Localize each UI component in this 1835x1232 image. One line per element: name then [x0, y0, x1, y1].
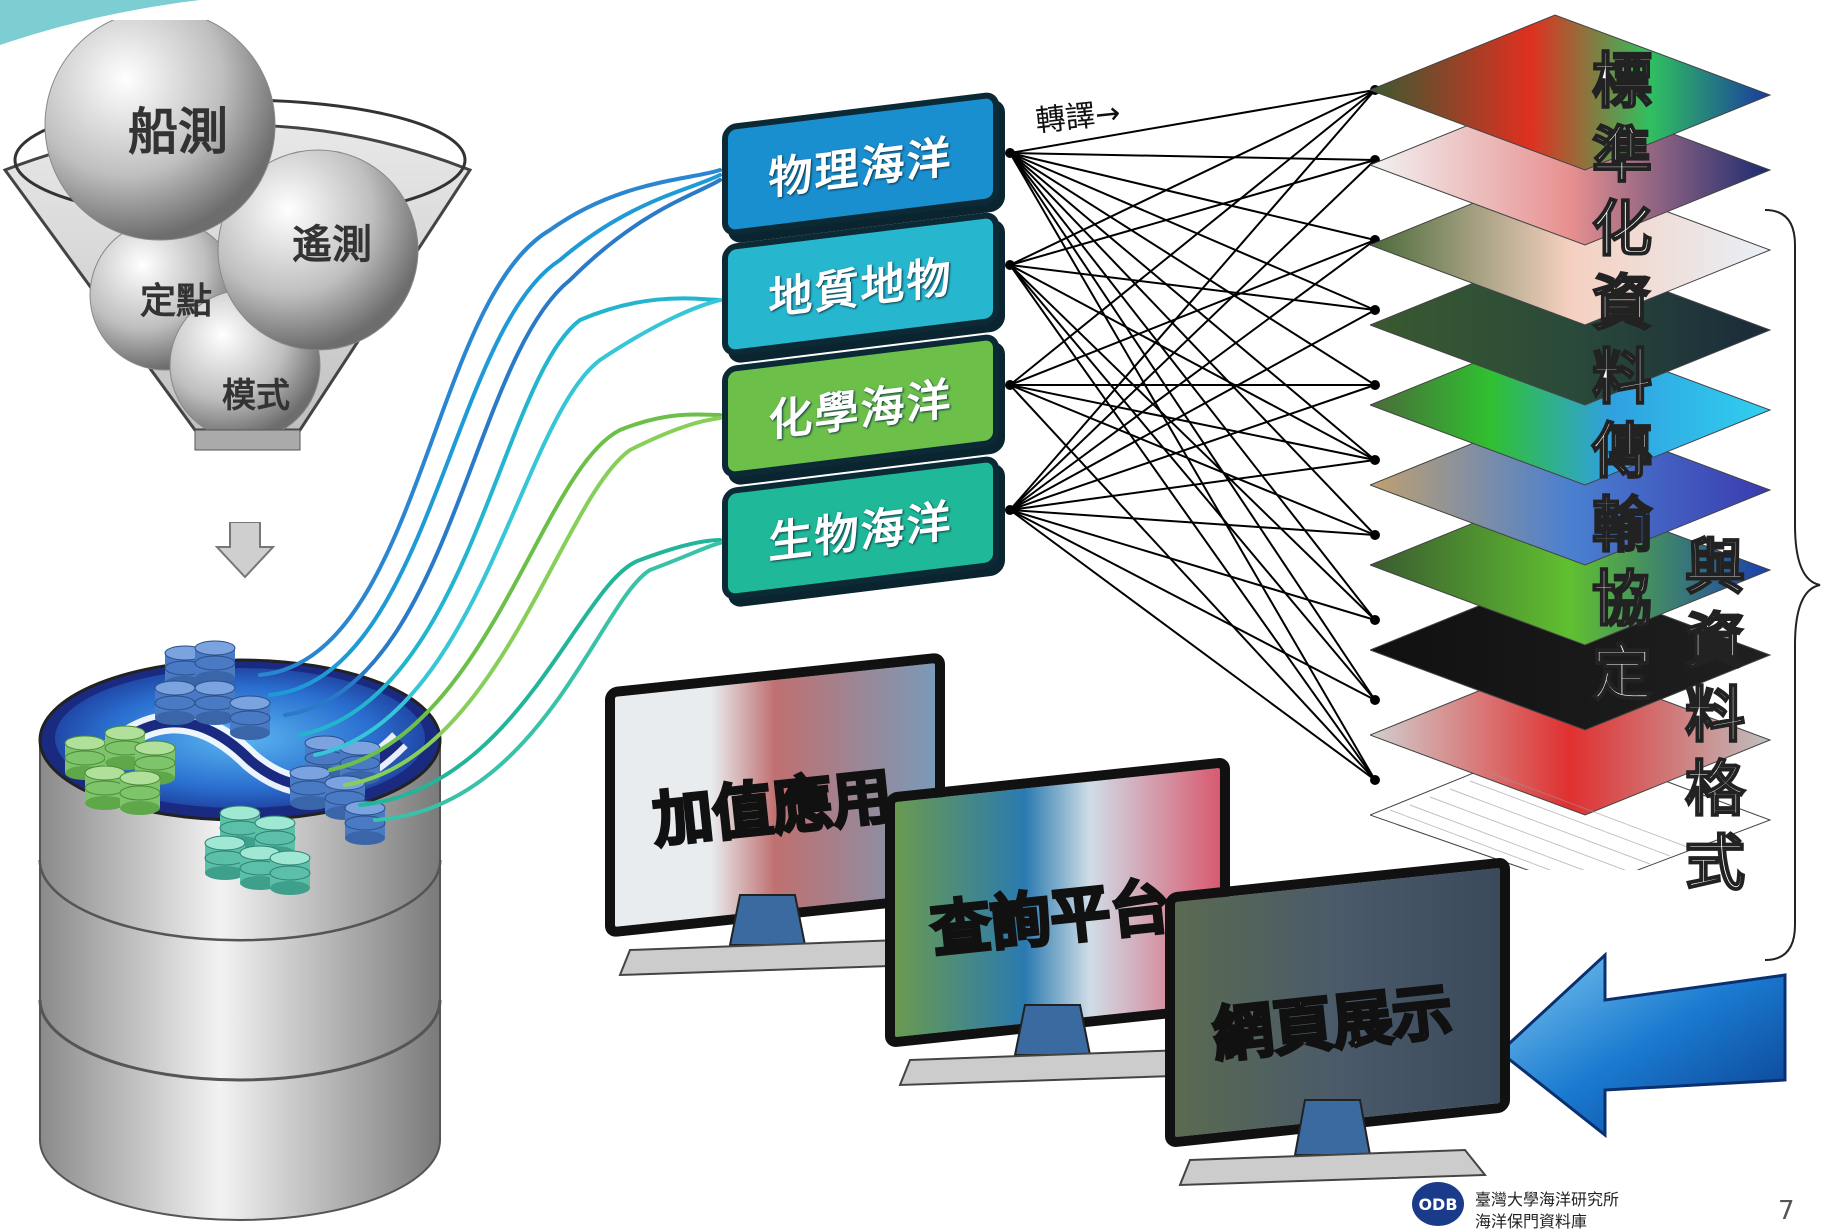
odb-logo-text: ODB — [1418, 1194, 1458, 1214]
std-char-2: 準 — [1591, 121, 1653, 191]
std-char-3: 化 — [1591, 195, 1653, 265]
funnel-item-model: 模式 — [222, 376, 290, 416]
page-number: 7 — [1778, 1196, 1795, 1226]
funnel-item-fixed: 定點 — [140, 281, 213, 322]
std-char-8: 協 — [1591, 565, 1653, 635]
funnel-item-remote: 遙測 — [292, 222, 372, 268]
funnel-graphic — [2, 20, 473, 451]
down-arrow-icon — [215, 522, 275, 579]
std-char-4: 資 — [1591, 269, 1653, 339]
map-layer-stack — [1370, 14, 1772, 870]
corner-swoosh — [0, 0, 200, 45]
fmt-char-2: 資 — [1684, 607, 1746, 677]
monitor-stand-2 — [898, 1004, 1208, 1087]
funnel-item-ship: 船測 — [128, 103, 228, 161]
monitor-query-platform — [880, 756, 1230, 1090]
fmt-char-4: 格 — [1684, 755, 1746, 825]
footer-org-line2: 海洋保門資料庫 — [1475, 1212, 1588, 1231]
fmt-char-1: 與 — [1684, 533, 1746, 603]
fmt-char-3: 料 — [1684, 681, 1746, 751]
standard-protocol-text: 標 準 化 資 料 傳 輸 協 定 — [1591, 47, 1653, 709]
footer-org-line1: 臺灣大學海洋研究所 — [1475, 1190, 1620, 1209]
data-format-text: 與 資 料 格 式 — [1684, 533, 1746, 899]
monitor-web-display — [1160, 856, 1510, 1190]
right-brace — [1764, 209, 1821, 961]
std-char-1: 標 — [1591, 47, 1653, 117]
std-char-5: 料 — [1591, 343, 1653, 413]
left-arrow-icon — [1497, 951, 1787, 1139]
odb-logo: ODB — [1412, 1182, 1464, 1226]
std-char-9: 定 — [1591, 639, 1653, 709]
fmt-char-5: 式 — [1684, 829, 1746, 899]
std-char-6: 傳 — [1591, 417, 1653, 487]
monitor-stand-3 — [1178, 1099, 1488, 1187]
std-char-7: 輸 — [1591, 491, 1653, 561]
